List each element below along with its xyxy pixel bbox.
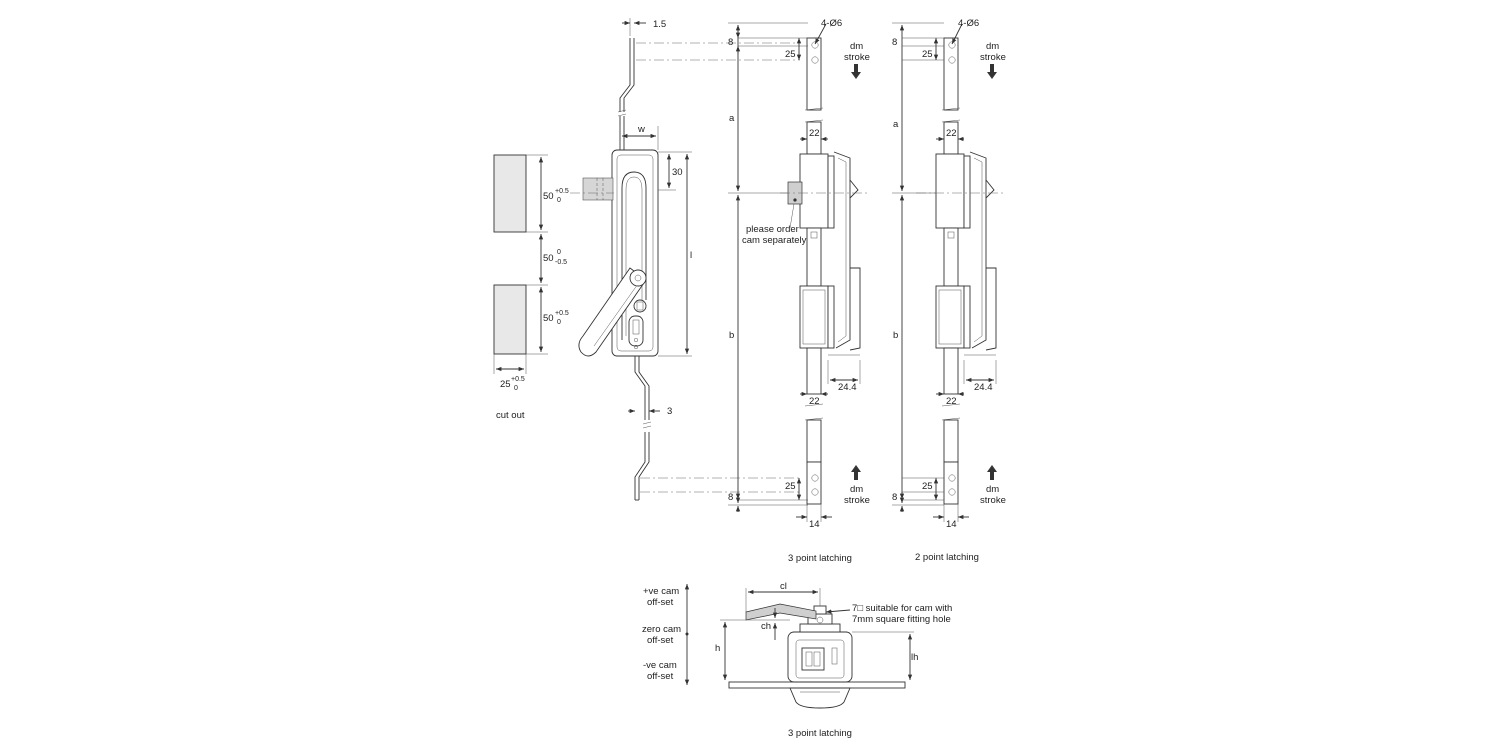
cutout-view: 50 +0.5 0 50 0 -0.5 50 +0.5 0 25 +0.5 0 … xyxy=(493,154,569,421)
cutout-dim-top-tol2: 0 xyxy=(557,197,561,204)
cutout-dim-width-tol2: 0 xyxy=(514,385,518,392)
side-pos-cam-1: +ve cam xyxy=(643,586,679,597)
cutout-dim-mid: 50 xyxy=(543,253,554,264)
3pt-note-2: cam separately xyxy=(742,235,807,246)
3pt-dim-14: 14 xyxy=(809,519,820,530)
2pt-dim-8-top: 8 xyxy=(892,37,897,48)
cutout-dim-mid-tol: 0 xyxy=(557,249,561,256)
side-neg-cam-2: off-set xyxy=(647,671,674,682)
cam-arm xyxy=(745,603,817,621)
cutout-dim-bot: 50 xyxy=(543,313,554,324)
3pt-holes: 4-Ø6 xyxy=(821,18,842,29)
front-dim-w: w xyxy=(637,124,645,135)
2pt-dim-14: 14 xyxy=(946,519,957,530)
handle-lever xyxy=(578,267,647,357)
3pt-dim-22-bot: 22 xyxy=(809,396,820,407)
side-view: +ve cam off-set zero cam off-set -ve cam… xyxy=(642,581,952,739)
2pt-stroke-bot-1: dm xyxy=(986,484,999,495)
3pt-note-1: please order xyxy=(746,224,799,235)
cutout-dim-mid-tol2: -0.5 xyxy=(555,259,567,266)
side-dim-cl: cl xyxy=(780,581,787,592)
side-note-2: 7mm square fitting hole xyxy=(852,614,951,625)
3pt-dim-a: a xyxy=(729,113,735,124)
side-zero-cam-2: off-set xyxy=(647,635,674,646)
2pt-dim-a: a xyxy=(893,119,899,130)
2pt-dim-25-top: 25 xyxy=(922,49,933,60)
cutout-lower xyxy=(493,284,527,355)
cutout-upper xyxy=(493,154,527,233)
front-dim-l: l xyxy=(690,250,692,261)
side-zero-cam-1: zero cam xyxy=(642,624,681,635)
2pt-stroke-top-arrow xyxy=(987,64,997,79)
3pt-stroke-top-1: dm xyxy=(850,41,863,52)
2pt-stroke-bot-2: stroke xyxy=(980,495,1006,506)
side-caption: 3 point latching xyxy=(788,728,852,739)
cutout-dim-width: 25 xyxy=(500,379,511,390)
3pt-dim-22-top: 22 xyxy=(809,128,820,139)
front-view: 1.5 w 30 l xyxy=(570,18,692,501)
3pt-dim-8-bot: 8 xyxy=(728,492,733,503)
3pt-dim-8-top: 8 xyxy=(728,37,733,48)
3pt-stroke-top-arrow xyxy=(851,64,861,79)
cutout-dim-bot-tol2: 0 xyxy=(557,319,561,326)
cutout-dim-width-tol: +0.5 xyxy=(511,376,525,383)
side-pos-cam-2: off-set xyxy=(647,597,674,608)
2pt-dim-8-bot: 8 xyxy=(892,492,897,503)
side-note-1: 7□ suitable for cam with xyxy=(852,603,952,614)
2pt-stroke-bot-arrow xyxy=(987,465,997,480)
2pt-dim-22-bot: 22 xyxy=(946,396,957,407)
3pt-caption: 3 point latching xyxy=(788,553,852,564)
side-dim-h: h xyxy=(715,643,720,654)
3pt-stroke-bot-arrow xyxy=(851,465,861,480)
front-dim-3: 3 xyxy=(667,406,672,417)
2pt-dim-b: b xyxy=(893,330,898,341)
lock-body-3pt xyxy=(799,153,829,229)
3pt-dim-b: b xyxy=(729,330,734,341)
2pt-stroke-top-2: stroke xyxy=(980,52,1006,63)
cutout-dim-bot-tol: +0.5 xyxy=(555,310,569,317)
side-dim-ch: ch xyxy=(761,621,771,632)
3pt-stroke-bot-2: stroke xyxy=(844,495,870,506)
side-dim-lh: lh xyxy=(911,652,918,663)
2pt-caption: 2 point latching xyxy=(915,552,979,563)
lock-body-2pt xyxy=(935,153,965,229)
3pt-dim-25-top: 25 xyxy=(785,49,796,60)
2pt-dim-244: 24.4 xyxy=(974,382,993,393)
side-neg-cam-1: -ve cam xyxy=(643,660,677,671)
front-dim-30: 30 xyxy=(672,167,683,178)
view-3-point: a b 8 25 4-Ø6 dm stroke 22 please order … xyxy=(728,18,870,564)
3pt-dim-244: 24.4 xyxy=(838,382,857,393)
cutout-dim-top: 50 xyxy=(543,191,554,202)
3pt-stroke-bot-1: dm xyxy=(850,484,863,495)
2pt-dim-22-top: 22 xyxy=(946,128,957,139)
2pt-stroke-top-1: dm xyxy=(986,41,999,52)
view-2-point: a b 8 25 4-Ø6 dm stroke 22 24.4 22 25 8 xyxy=(892,18,1006,563)
3pt-stroke-top-2: stroke xyxy=(844,52,870,63)
3pt-dim-25-bot: 25 xyxy=(785,481,796,492)
cutout-caption: cut out xyxy=(496,410,525,421)
reference-lines xyxy=(636,42,800,493)
front-dim-offset: 1.5 xyxy=(653,19,666,30)
mounting-plate xyxy=(728,681,906,689)
2pt-dim-25-bot: 25 xyxy=(922,481,933,492)
cutout-dim-top-tol: +0.5 xyxy=(555,188,569,195)
2pt-holes: 4-Ø6 xyxy=(958,18,979,29)
